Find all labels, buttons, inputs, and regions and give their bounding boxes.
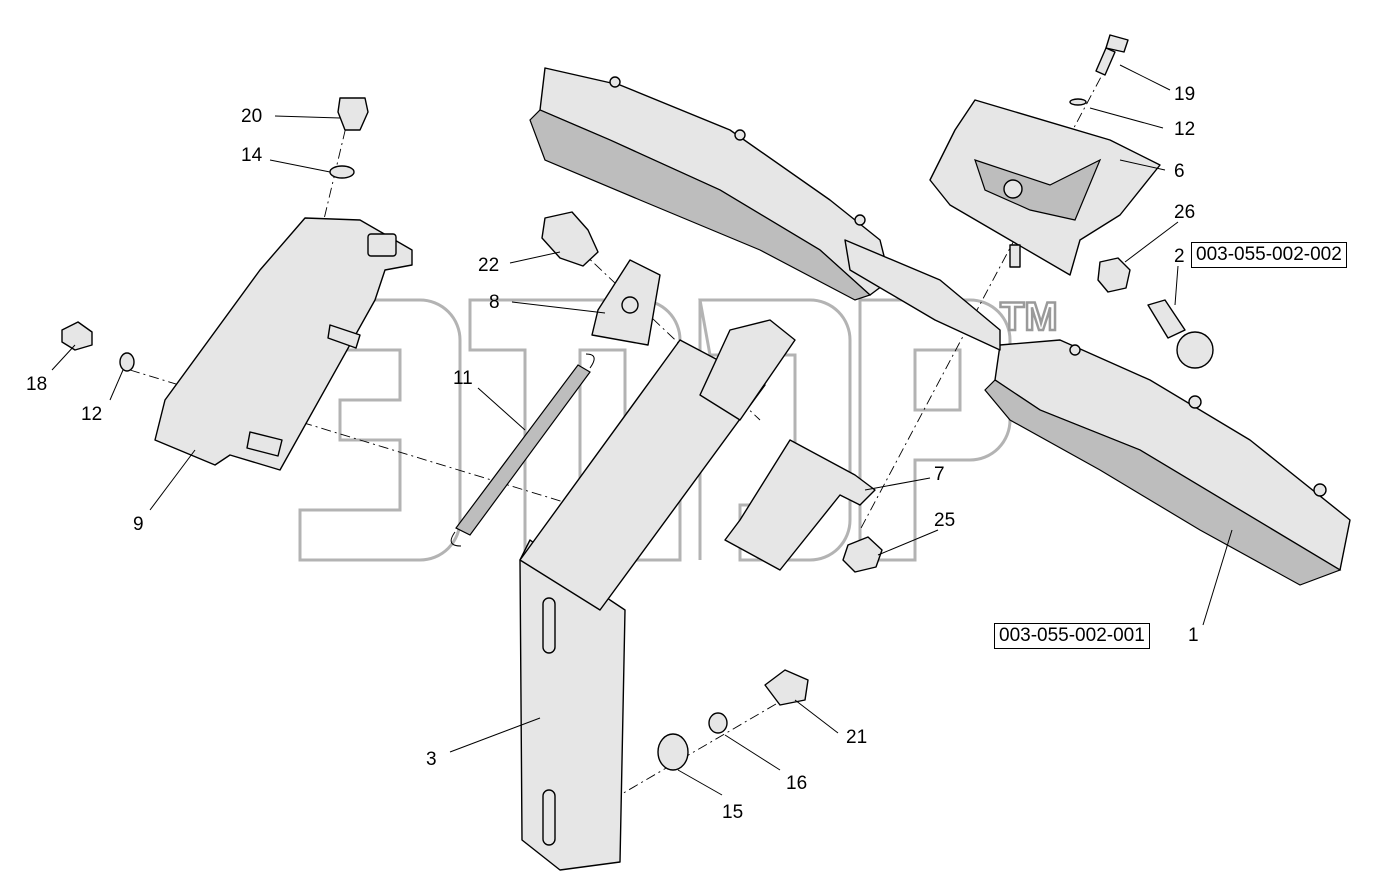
bolt-20: [337, 97, 369, 131]
callout-20: 20: [241, 106, 262, 127]
part-code-mount-block: 003-055-002-002: [1191, 242, 1347, 268]
left-brush: [529, 67, 891, 301]
callout-1: 1: [1188, 625, 1199, 646]
callout-9: 9: [133, 514, 144, 535]
callout-2: 2: [1174, 246, 1185, 267]
clip-8: [591, 259, 661, 346]
tension-spring-11: [450, 353, 595, 547]
callout-leaders: [51, 64, 1233, 796]
callout-16: 16: [786, 773, 807, 794]
callout-19: 19: [1174, 84, 1195, 105]
callout-8: 8: [489, 292, 500, 313]
callout-3: 3: [426, 749, 437, 770]
callout-22: 22: [478, 255, 499, 276]
bolt-21: [764, 669, 809, 706]
callout-12-lower: 12: [81, 404, 102, 425]
callout-25: 25: [934, 510, 955, 531]
nut-26: [1097, 257, 1131, 293]
callout-18: 18: [26, 374, 47, 395]
part-code-right-brush: 003-055-002-001: [994, 623, 1150, 649]
bolt-19: [1095, 34, 1129, 76]
callout-7: 7: [934, 464, 945, 485]
upright-post-3: [519, 319, 796, 871]
washer-16: [708, 712, 728, 734]
washer-15: [657, 733, 689, 771]
bolt-18: [61, 321, 93, 351]
washer-12-lower: [119, 352, 135, 372]
bolt-22: [541, 211, 599, 267]
callout-12-upper: 12: [1174, 119, 1195, 140]
trademark-mark: TM: [1000, 295, 1058, 339]
callout-15: 15: [722, 802, 743, 823]
brush-link-bar: [844, 239, 1001, 351]
washer-14: [329, 165, 355, 179]
right-brush: [984, 339, 1351, 586]
ball-stud-2: [1147, 299, 1214, 369]
callout-6: 6: [1174, 161, 1185, 182]
callout-14: 14: [241, 145, 263, 166]
bracket-7: [724, 439, 876, 571]
callout-26: 26: [1174, 202, 1195, 223]
nut-25: [842, 536, 883, 573]
callout-21: 21: [846, 727, 867, 748]
mount-bracket: [929, 99, 1161, 276]
cover-plate-9: [154, 217, 413, 471]
washer-12-upper: [1069, 98, 1087, 106]
callout-11: 11: [453, 368, 473, 389]
